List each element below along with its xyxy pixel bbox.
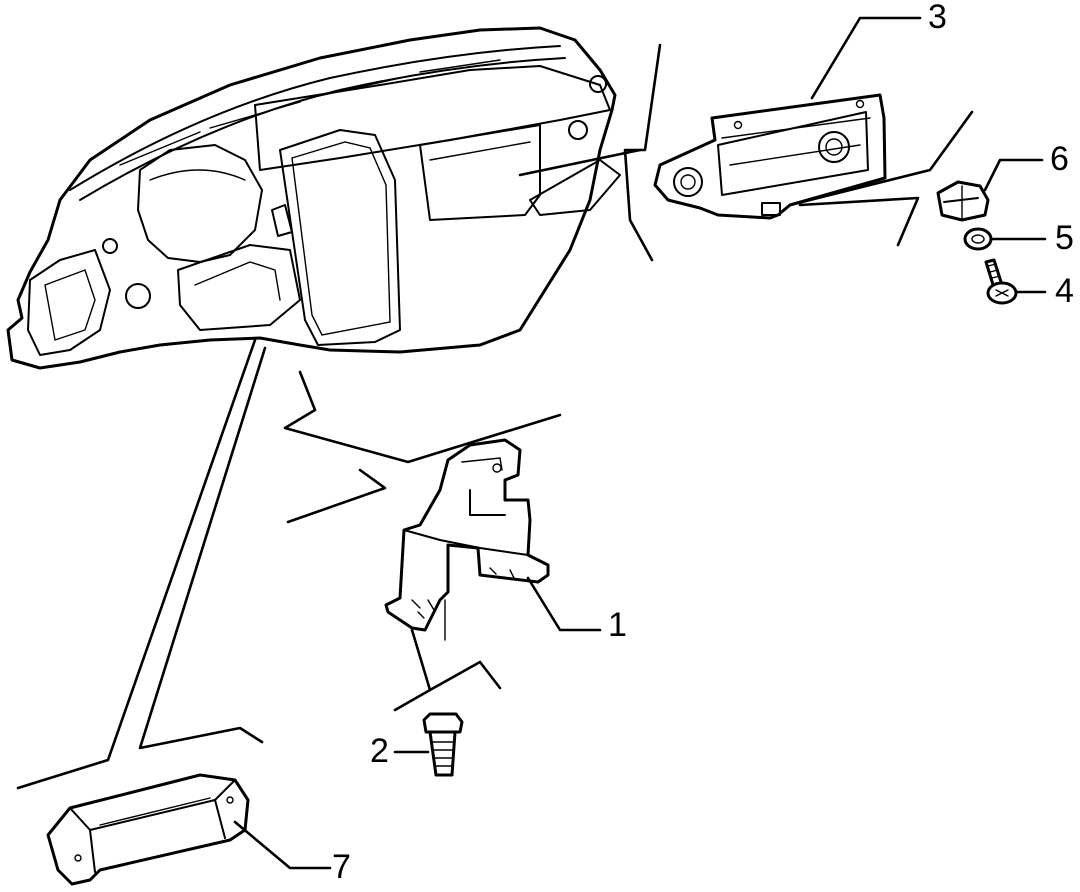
storage-pocket-icon bbox=[46, 773, 250, 886]
dashboard-panel-icon bbox=[6, 26, 621, 370]
callout-1: 1 bbox=[608, 606, 627, 644]
leader-line bbox=[796, 110, 974, 205]
callout-2: 2 bbox=[370, 732, 389, 770]
leader-line bbox=[810, 16, 922, 100]
bolt-icon bbox=[422, 712, 464, 777]
cut-line bbox=[623, 43, 662, 262]
leader-line bbox=[518, 148, 642, 177]
callout-5: 5 bbox=[1055, 219, 1074, 257]
leader-line bbox=[526, 576, 602, 632]
leader-line bbox=[798, 196, 920, 247]
bracket-icon bbox=[384, 438, 550, 641]
screw-icon bbox=[984, 258, 1018, 305]
cut-line bbox=[138, 346, 267, 750]
cut-line bbox=[393, 660, 502, 712]
clip-nut-icon bbox=[936, 180, 990, 222]
leader-line bbox=[233, 820, 332, 870]
leader-line bbox=[983, 158, 1044, 192]
cut-line bbox=[286, 468, 387, 524]
callout-3: 3 bbox=[928, 0, 947, 36]
callout-6: 6 bbox=[1050, 140, 1069, 178]
cut-line bbox=[16, 338, 257, 790]
cut-line bbox=[283, 370, 562, 464]
radio-unit-icon bbox=[653, 93, 887, 220]
callout-7: 7 bbox=[332, 848, 351, 886]
callout-4: 4 bbox=[1055, 272, 1074, 310]
washer-icon bbox=[963, 227, 993, 251]
leader-line bbox=[410, 628, 432, 692]
